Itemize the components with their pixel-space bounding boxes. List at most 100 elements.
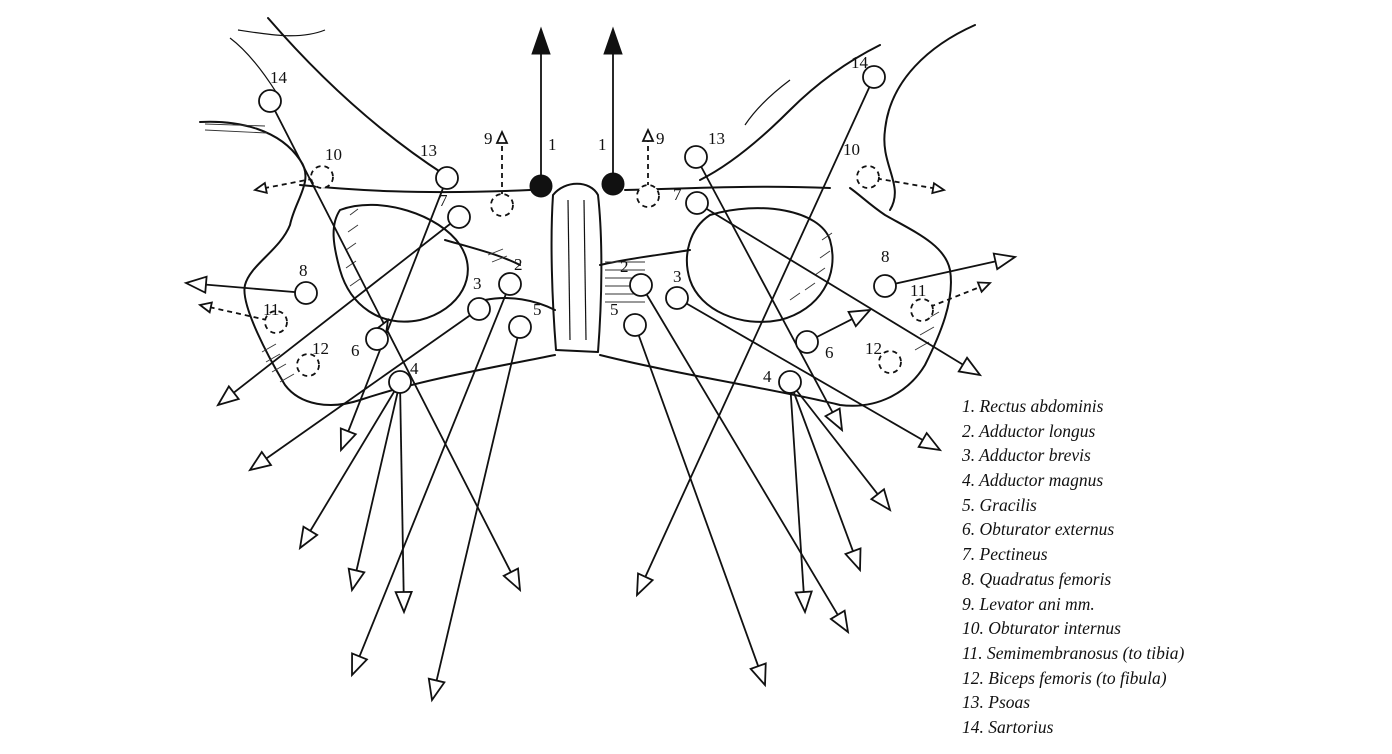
muscle-11-right-label: 11 [910,281,926,300]
legend-item-4: 4. Adductor magnus [962,470,1104,491]
muscle-1-right-vector-1-arrowhead [603,26,623,55]
legend-item-3: 3. Adductor brevis [962,445,1091,466]
muscle-14-left-vector-1-arrowhead [502,567,522,593]
muscle-2-left-vector-1-line [358,283,511,657]
muscle-9-left-label: 9 [484,129,493,148]
muscle-7-right-vector-1-line [696,202,964,366]
muscle-3-right-attachment-point [665,286,689,310]
muscle-9-left-vector-1-arrowhead [495,129,509,144]
muscle-7-right-vector-1-arrowhead [957,356,983,377]
muscle-7-left-label: 7 [439,191,448,210]
legend-item-1: 1. Rectus abdominis [962,396,1104,416]
muscle-7-right-label: 7 [673,185,682,204]
muscle-9-right-attachment-point [636,184,660,208]
muscle-6-left-attachment-point [365,327,389,351]
legend-item-13: 13. Psoas [962,692,1031,713]
muscle-13-left-label: 13 [420,141,437,160]
muscle-1-right-label: 1 [598,135,607,154]
muscle-8-right-label: 8 [881,247,890,266]
legend-item-6: 6. Obturator externus [962,519,1115,540]
muscle-2-right-vector-1-line [640,284,839,616]
muscle-1-left-attachment-point [529,174,553,198]
muscle-13-left-attachment-point [435,166,459,190]
muscle-12-left-attachment-point [296,353,320,377]
muscle-14-right-vector-1-arrowhead [635,572,655,598]
muscle-10-left-attachment-point [310,165,334,189]
muscle-4-left-vector-1-line [309,381,401,532]
muscle-1-left-vector-1-arrowhead [531,26,551,55]
muscle-4-left-vector-2-line [355,381,401,571]
muscle-4-left-vector-2-arrowhead [347,567,366,593]
muscle-2-right-attachment-point [629,273,653,297]
muscle-8-right-vector-1-line [884,260,996,287]
muscle-10-right-vector-1-arrowhead [931,181,947,195]
muscle-13-right-vector-1-arrowhead [823,407,844,433]
muscle-4-left-attachment-point [388,370,412,394]
muscle-14-right-attachment-point [862,65,886,89]
legend-item-14: 14. Sartorius [962,716,1054,737]
muscle-12-right-label: 12 [865,339,882,358]
muscle-8-left-attachment-point [294,281,318,305]
muscle-11-left-attachment-point [264,310,288,334]
muscle-14-left-attachment-point [258,89,282,113]
muscle-4-left-label: 4 [410,359,419,378]
muscle-13-right-label: 13 [708,129,725,148]
muscle-3-left-attachment-point [467,297,491,321]
muscle-7-left-attachment-point [447,205,471,229]
legend-item-9: 9. Levator ani mm. [962,593,1095,614]
muscle-11-left-label: 11 [263,300,279,319]
muscle-8-left-vector-1-arrowhead [183,275,208,295]
legend-item-12: 12. Biceps femoris (to fibula) [962,667,1167,688]
muscle-7-right-attachment-point [685,191,709,215]
muscle-5-left-vector-1-line [435,326,521,681]
muscle-13-right-attachment-point [684,145,708,169]
muscle-3-right-vector-1-arrowhead [917,431,943,452]
muscle-11-right-attachment-point [910,298,934,322]
muscle-3-left-vector-1-line [265,308,480,460]
muscle-3-right-vector-1-line [676,297,924,441]
muscle-4-right-vector-3-arrowhead [869,487,892,512]
muscle-4-right-vector-2-arrowhead [843,547,862,573]
muscle-4-right-attachment-point [778,370,802,394]
muscle-8-left-label: 8 [299,261,308,280]
muscle-9-right-vector-1-arrowhead [641,127,655,142]
muscle-10-left-vector-1-arrowhead [252,181,268,195]
muscle-4-left-vector-3-line [399,381,405,593]
muscle-4-right-vector-2-line [789,381,854,552]
muscle-3-left-vector-1-arrowhead [248,450,273,472]
muscle-12-left-label: 12 [312,339,329,358]
muscle-3-left-label: 3 [473,274,482,293]
muscle-5-left-vector-1-arrowhead [427,677,446,703]
legend-item-7: 7. Pectineus [962,544,1048,565]
muscle-2-left-vector-1-arrowhead [351,652,369,678]
legend-item-10: 10. Obturator internus [962,618,1121,639]
muscle-11-left-vector-1-arrowhead [197,301,214,314]
muscle-2-right-label: 2 [620,257,629,276]
muscle-5-right-label: 5 [610,300,619,319]
muscle-4-right-label: 4 [763,367,772,386]
muscle-legend: 1. Rectus abdominis 2. Adductor longus 3… [962,394,1184,740]
muscle-4-right-vector-3-line [789,381,879,495]
muscle-6-right-attachment-point [795,330,819,354]
muscle-4-left-vector-3-arrowhead [394,590,413,615]
muscle-4-right-vector-1-line [789,381,805,593]
legend-item-8: 8. Quadratus femoris [962,568,1112,589]
legend-item-2: 2. Adductor longus [962,420,1096,441]
muscle-14-left-label: 14 [270,68,288,87]
muscle-4-left-vector-1-arrowhead [298,525,319,551]
muscle-11-right-vector-1-arrowhead [976,281,993,294]
muscle-9-left-attachment-point [490,193,514,217]
muscle-10-left-label: 10 [325,145,342,164]
legend-item-11: 11. Semimembranosus (to tibia) [962,642,1185,663]
muscle-9-right-label: 9 [656,129,665,148]
muscle-2-left-attachment-point [498,272,522,296]
muscle-6-right-vector-1-arrowhead [847,308,873,328]
muscle-8-right-attachment-point [873,274,897,298]
muscle-5-left-label: 5 [533,300,542,319]
muscle-4-right-vector-1-arrowhead [794,590,813,615]
muscle-10-right-attachment-point [856,165,880,189]
muscle-13-left-vector-1-arrowhead [339,427,358,453]
muscle-1-left-label: 1 [548,135,557,154]
